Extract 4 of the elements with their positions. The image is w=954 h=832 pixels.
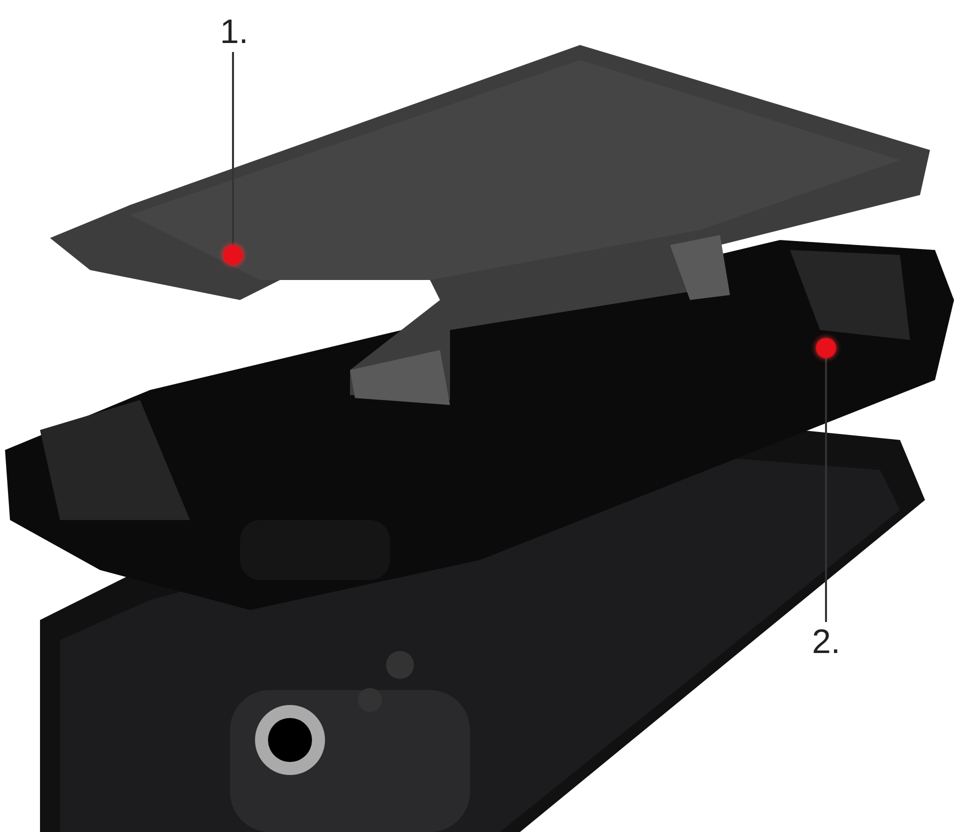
callout-number: 1. [220,12,248,52]
leader-line [232,52,234,245]
leader-line [825,358,827,622]
callout-number: 2. [812,622,840,662]
